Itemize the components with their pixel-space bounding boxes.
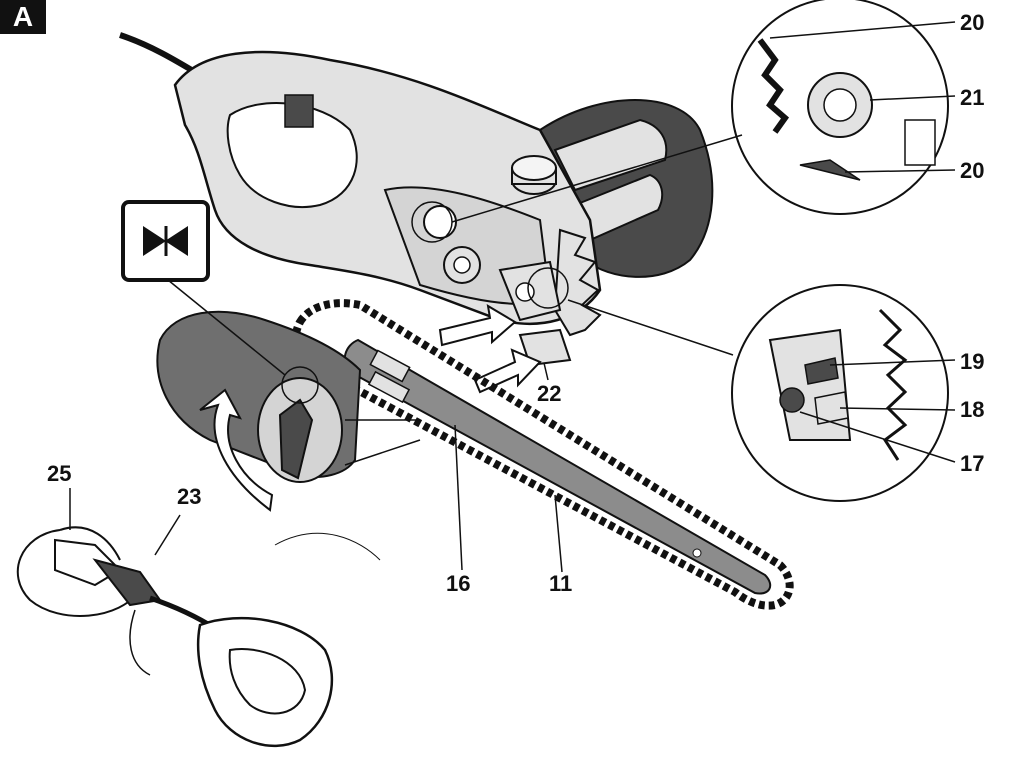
callout-19: 19 <box>960 349 985 374</box>
callout-22: 22 <box>537 381 562 406</box>
callout-20-bottom: 20 <box>960 158 985 183</box>
detail-marker-tensioner <box>527 267 569 309</box>
leader-11 <box>554 494 563 573</box>
power-cord-top <box>119 32 202 78</box>
chain-tensioner <box>498 260 572 367</box>
callout-23: 23 <box>177 484 202 509</box>
plug-and-cord <box>16 526 381 748</box>
detail-circle-sprocket <box>451 0 956 223</box>
callout-25: 25 <box>47 461 72 486</box>
leader-22 <box>543 362 549 381</box>
callout-11: 11 <box>549 571 573 596</box>
detail-circle-tensioner <box>567 284 956 502</box>
chain-sprocket <box>443 246 481 284</box>
leader-23 <box>154 514 181 556</box>
figure-letter: A <box>0 0 46 34</box>
callout-17: 17 <box>960 451 985 476</box>
bumper-spike <box>553 228 602 337</box>
sprocket-cover <box>156 310 421 483</box>
oil-sight-glass <box>423 205 457 239</box>
align-arrows-icon <box>121 200 286 376</box>
callout-21: 21 <box>960 85 985 110</box>
rotate-arrow-icon <box>199 388 274 512</box>
oil-tank-cap <box>511 155 557 195</box>
callout-20-top: 20 <box>960 10 985 35</box>
insert-arrow-icon <box>438 304 542 394</box>
leader-16 <box>454 424 463 571</box>
callout-18: 18 <box>960 397 985 422</box>
callout-16: 16 <box>446 571 471 596</box>
